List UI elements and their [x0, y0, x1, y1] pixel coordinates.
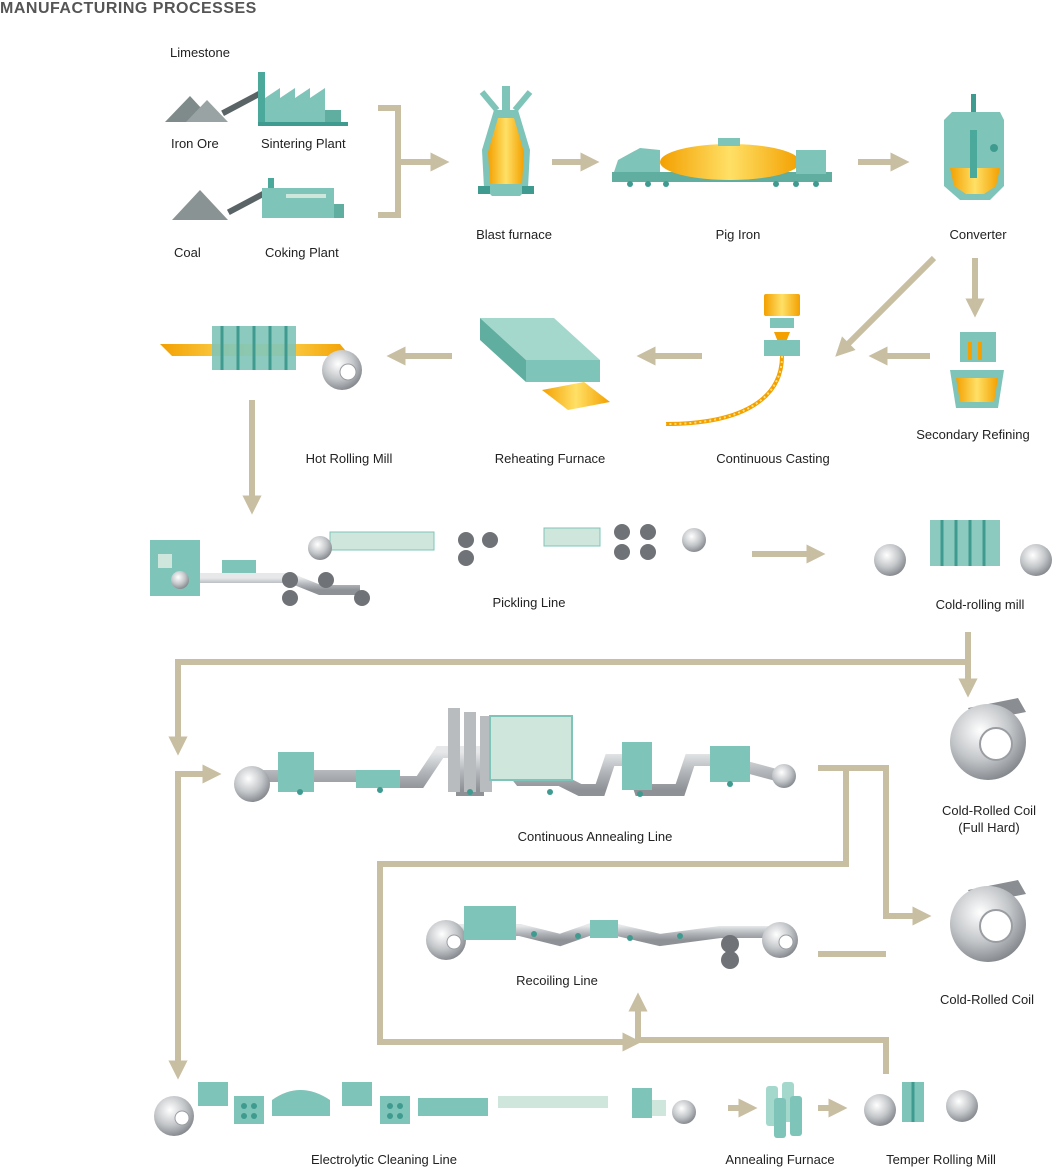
label-recoiling-line: Recoiling Line	[516, 973, 598, 988]
secondary-refining-icon	[950, 332, 1004, 408]
converter-icon	[944, 94, 1004, 200]
sintering-plant	[221, 72, 348, 126]
label-annealing-furnace: Annealing Furnace	[725, 1152, 835, 1167]
label-coal: Coal	[174, 245, 201, 260]
label-continuous-casting: Continuous Casting	[716, 451, 830, 466]
arrow-cold-split	[168, 632, 971, 756]
arrow-temper-up	[628, 992, 889, 1074]
cold-rolling-mill-icon	[874, 520, 1052, 576]
label-coking-plant: Coking Plant	[265, 245, 339, 260]
iron-ore-pile	[165, 96, 228, 122]
label-pig-iron: Pig Iron	[715, 227, 761, 242]
arrow-annealing-out	[818, 765, 932, 926]
coal-pile	[172, 190, 228, 220]
label-blast-furnace: Blast furnace	[476, 227, 552, 242]
continuous-annealing-line-icon	[234, 708, 796, 802]
temper-rolling-mill-icon	[864, 1082, 978, 1126]
recoiling-line-icon	[426, 906, 798, 969]
label-sintering-plant: Sintering Plant	[261, 136, 346, 151]
electrolytic-cleaning-line-icon	[154, 1082, 696, 1136]
hot-rolling-mill-icon	[160, 326, 362, 390]
label-continuous-annealing-line: Continuous Annealing Line	[517, 829, 673, 844]
label-pickling-line: Pickling Line	[492, 595, 566, 610]
label-cold-rolled-coil: Cold-Rolled Coil	[940, 992, 1034, 1007]
coil-icon	[950, 880, 1026, 962]
reheating-furnace-icon	[480, 318, 610, 410]
bracket-arrow	[378, 105, 440, 218]
label-secondary-refining: Secondary Refining	[916, 427, 1030, 442]
label-reheating-furnace: Reheating Furnace	[494, 451, 606, 466]
label-converter: Converter	[949, 227, 1007, 242]
label-temper-rolling-mill: Temper Rolling Mill	[886, 1152, 996, 1167]
blast-furnace-icon	[478, 86, 534, 196]
page-title: MANUFACTURING PROCESSES	[0, 0, 257, 17]
label-full-hard: (Full Hard)	[958, 820, 1020, 835]
pig-iron-icon	[612, 138, 832, 187]
flow-arrows	[168, 105, 985, 1118]
arrow-annealing-to-recoil	[377, 768, 849, 1052]
pickling-line-icon	[150, 524, 706, 606]
label-limestone: Limestone	[170, 45, 230, 60]
label-cold-rolling-mill: Cold-rolling mill	[935, 597, 1025, 612]
label-electrolytic-cleaning-line: Electrolytic Cleaning Line	[311, 1152, 457, 1167]
arrow-converter-to-casting	[835, 255, 937, 357]
label-cold-rolled-coil-full-hard: Cold-Rolled Coil	[942, 803, 1036, 818]
label-iron-ore: Iron Ore	[171, 136, 219, 151]
label-hot-rolling-mill: Hot Rolling Mill	[305, 451, 393, 466]
arrow-left-loop	[175, 764, 222, 1068]
coking-plant	[226, 178, 344, 218]
continuous-casting-icon	[665, 294, 800, 426]
annealing-furnace-icon	[766, 1082, 802, 1138]
coil-full-hard-icon	[950, 698, 1026, 780]
